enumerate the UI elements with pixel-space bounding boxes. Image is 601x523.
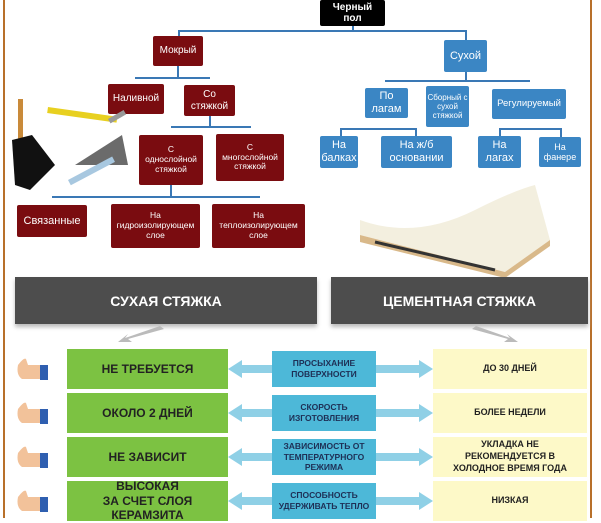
node-on-lags: На лагах: [478, 136, 521, 168]
header-cement-screed: ЦЕМЕНТНАЯ СТЯЖКА: [331, 277, 588, 324]
node-on-beams: На балках: [320, 136, 358, 168]
thumbs-up-icon: [17, 490, 48, 512]
connector: [177, 66, 179, 78]
pointer-arrow-left: [118, 326, 164, 342]
comparison-row: НЕ ЗАВИСИТ ЗАВИСИМОСТЬ ОТ ТЕМПЕРАТУРНОГО…: [0, 437, 601, 477]
node-adjustable: Регулируемый: [492, 89, 566, 119]
connector: [170, 185, 172, 197]
connector: [499, 128, 561, 130]
dry-value: НЕ ТРЕБУЕТСЯ: [67, 349, 228, 389]
connector: [171, 126, 251, 128]
criterion: ПРОСЫХАНИЕ ПОВЕРХНОСТИ: [272, 351, 376, 387]
criterion: ЗАВИСИМОСТЬ ОТ ТЕМПЕРАТУРНОГО РЕЖИМА: [272, 439, 376, 475]
comparison-row: НЕ ТРЕБУЕТСЯ ПРОСЫХАНИЕ ПОВЕРХНОСТИ ДО 3…: [0, 349, 601, 389]
node-self-leveling: Наливной: [108, 84, 164, 114]
criterion: СКОРОСТЬ ИЗГОТОВЛЕНИЯ: [272, 395, 376, 431]
comparison-row: ОКОЛО 2 ДНЕЙ СКОРОСТЬ ИЗГОТОВЛЕНИЯ БОЛЕЕ…: [0, 393, 601, 433]
frame: [3, 0, 592, 518]
thumbs-up-icon: [17, 446, 48, 468]
pointer-arrow-right: [472, 326, 518, 342]
node-on-plywood: На фанере: [539, 137, 581, 167]
node-on-concrete: На ж/б основании: [381, 136, 452, 168]
dry-value: ВЫСОКАЯ ЗА СЧЕТ СЛОЯ КЕРАМЗИТА: [67, 479, 228, 522]
node-waterproof-layer: На гидроизолирующем слое: [111, 204, 200, 248]
node-with-screed: Со стяжкой: [184, 85, 235, 116]
criterion: СПОСОБНОСТЬ УДЕРЖИВАТЬ ТЕПЛО: [272, 483, 376, 519]
node-single-layer: С однослойной стяжкой: [139, 135, 203, 185]
cement-value: УКЛАДКА НЕ РЕКОМЕНДУЕТСЯ В ХОЛОДНОЕ ВРЕМ…: [433, 437, 587, 477]
node-bonded: Связанные: [17, 205, 87, 237]
connector: [178, 30, 180, 36]
thumbs-up-icon: [17, 358, 48, 380]
connector: [465, 72, 467, 81]
node-black-floor: Черный пол: [320, 0, 385, 26]
connector: [135, 77, 210, 79]
header-dry-screed: СУХАЯ СТЯЖКА: [15, 277, 317, 324]
node-multi-layer: С многослойной стяжкой: [216, 134, 284, 181]
connector: [465, 30, 467, 40]
node-on-logs: По лагам: [365, 88, 408, 118]
node-wet: Мокрый: [153, 36, 203, 66]
connector: [385, 80, 530, 82]
dry-value: НЕ ЗАВИСИТ: [67, 437, 228, 477]
connector: [340, 128, 415, 130]
tools-illustration: [12, 99, 128, 190]
screed-slab-illustration: [360, 185, 550, 278]
connector: [209, 116, 211, 127]
connector: [352, 25, 354, 31]
cement-value: ДО 30 ДНЕЙ: [433, 349, 587, 389]
thumbs-up-icon: [17, 402, 48, 424]
dry-value: ОКОЛО 2 ДНЕЙ: [67, 393, 228, 433]
cement-value: НИЗКАЯ: [433, 481, 587, 521]
node-insulation-layer: На теплоизолирующем слое: [212, 204, 305, 248]
comparison-row: ВЫСОКАЯ ЗА СЧЕТ СЛОЯ КЕРАМЗИТА СПОСОБНОС…: [0, 479, 601, 522]
cement-value: БОЛЕЕ НЕДЕЛИ: [433, 393, 587, 433]
connector: [178, 30, 465, 32]
node-prefab: Сборный с сухой стяжкой: [426, 86, 469, 127]
connector: [52, 196, 260, 198]
node-dry: Сухой: [444, 40, 487, 72]
